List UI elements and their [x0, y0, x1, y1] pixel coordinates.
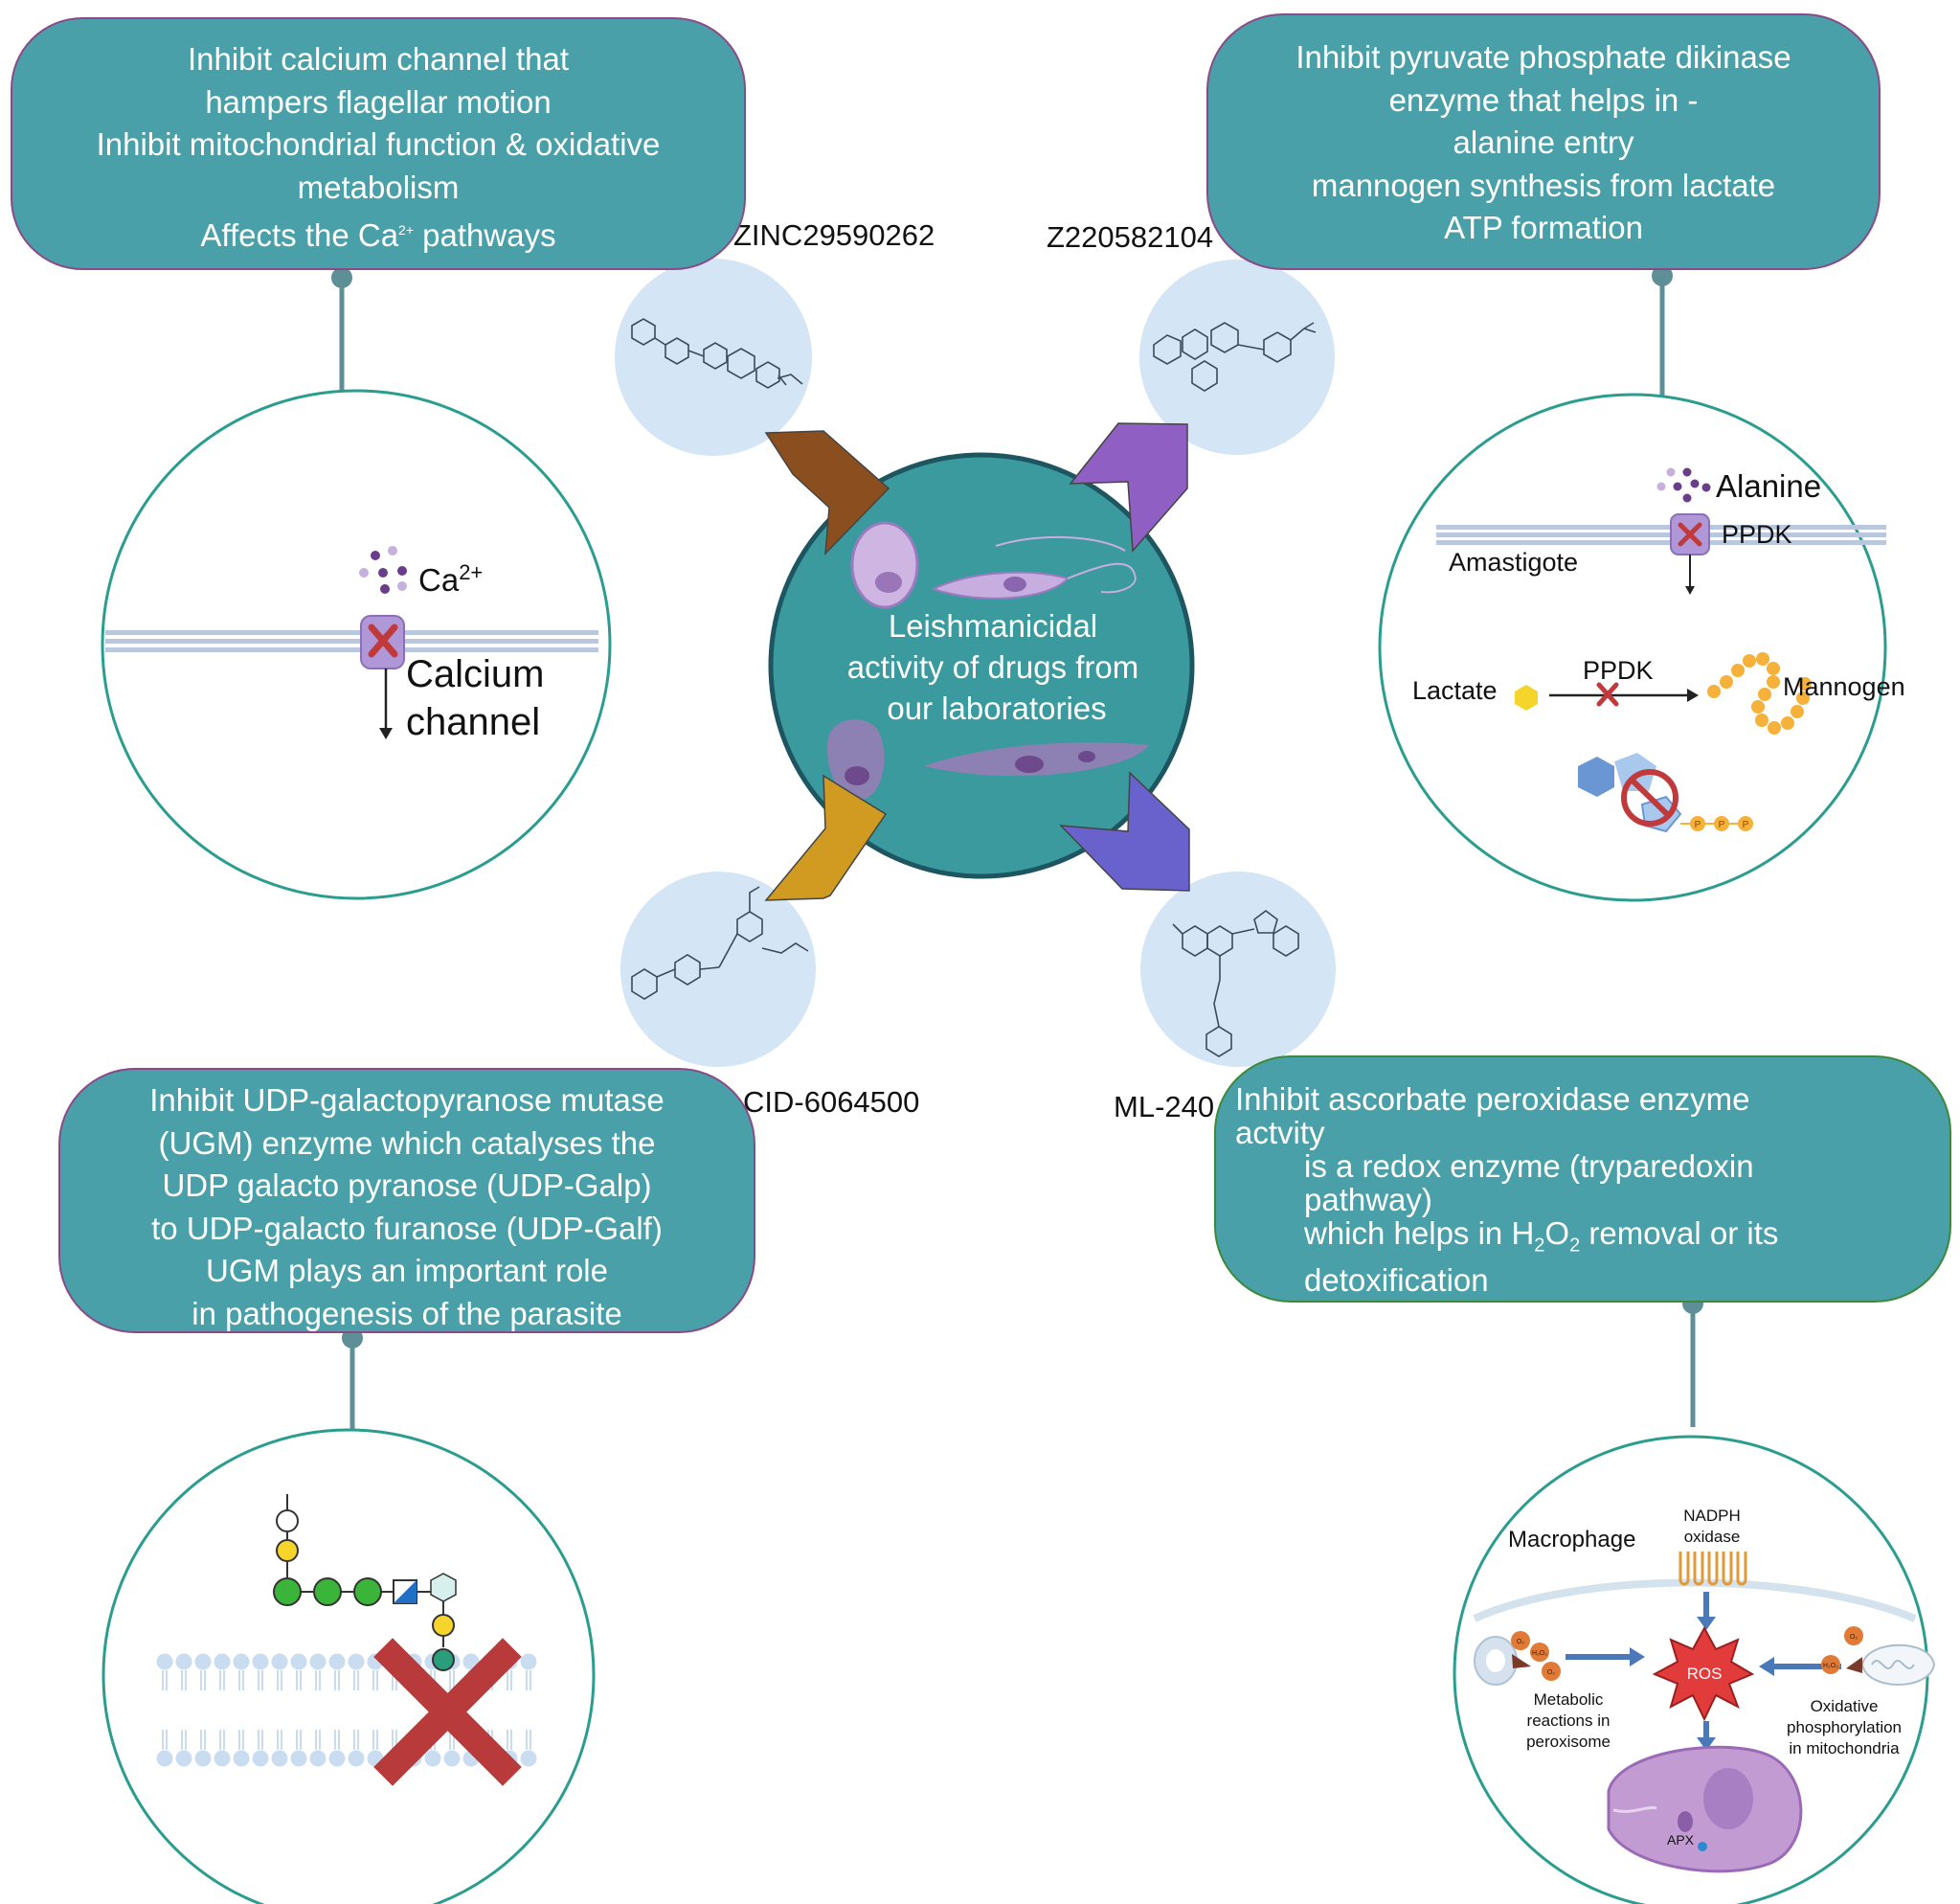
drug-label-cid-6064500: CID-6064500 — [743, 1085, 920, 1119]
apx-box: Inhibit ascorbate peroxidase enzyme actv… — [1214, 1055, 1951, 1303]
ppdk-box-line-1: Inhibit pyruvate phosphate dikinase — [1295, 39, 1791, 75]
o2-label-left-1: O₂ — [1517, 1639, 1524, 1645]
center-parasite-circle — [768, 452, 1195, 879]
ugm-box-line-2: (UGM) enzyme which catalyses the — [158, 1124, 656, 1161]
calcium-box-line-3: Inhibit mitochondrial function & oxidati… — [96, 126, 661, 162]
calcium-channel-label-2: channel — [406, 701, 540, 743]
apx-box-line-2: actvity — [1235, 1115, 1325, 1150]
atp-phosphate-2: P — [1719, 820, 1725, 830]
ugm-box-line-6: in pathogenesis of the parasite — [191, 1295, 622, 1331]
ugm-box-line-5: UGM plays an important role — [206, 1253, 608, 1288]
molecule-ml-240 — [1140, 872, 1336, 1067]
calcium-box-line-5: Affects the Ca2+ pathways — [200, 217, 556, 253]
apx-box-line-3: is a redox enzyme (tryparedoxin — [1304, 1148, 1754, 1184]
oxidative-label-1: Oxidative — [1811, 1697, 1879, 1715]
apx-box-line-4: pathway) — [1304, 1182, 1432, 1217]
molecule-cid-6064500 — [620, 872, 816, 1067]
center-line-3: our laboratories — [887, 691, 1106, 726]
molecule-z220582104 — [1139, 260, 1335, 455]
ugm-box-line-1: Inhibit UDP-galactopyranose mutase — [149, 1082, 665, 1118]
arrow-brown — [764, 430, 890, 556]
apx-detail-circle — [1453, 1435, 1936, 1904]
ppdk-detail-circle — [1378, 393, 1887, 902]
o2-label-left-2: O₂ — [1547, 1669, 1555, 1676]
ppdk-box-line-3: alanine entry — [1453, 125, 1634, 160]
apx-box-line-6: detoxification — [1304, 1261, 1489, 1298]
connector-apx — [1682, 1293, 1703, 1427]
ppdk-box-line-5: ATP formation — [1444, 210, 1643, 245]
ppdk-box-line-2: enzyme that helps in - — [1388, 81, 1699, 118]
calcium-ion-label: Ca2+ — [418, 560, 483, 598]
alanine-label: Alanine — [1716, 468, 1821, 504]
macrophage-label: Macrophage — [1508, 1527, 1635, 1553]
ugm-box-line-4: to UDP-galacto furanose (UDP-Galf) — [151, 1210, 663, 1246]
molecule-zinc — [615, 259, 812, 456]
metabolic-label-2: reactions in — [1527, 1711, 1611, 1730]
drug-label-z220582104: Z220582104 — [1047, 220, 1214, 254]
o2-label-right: O₂ — [1850, 1634, 1858, 1641]
ppdk-box: Inhibit pyruvate phosphate dikinase enzy… — [1206, 13, 1881, 270]
oxidative-label-3: in mitochondria — [1789, 1739, 1900, 1757]
atp-phosphate-1: P — [1695, 820, 1701, 830]
ppdk-enzyme-label: PPDK — [1583, 656, 1654, 685]
apx-box-line-1: Inhibit ascorbate peroxidase enzyme — [1235, 1081, 1750, 1117]
amastigote-label: Amastigote — [1449, 548, 1578, 577]
calcium-box-line-2: hampers flagellar motion — [205, 83, 552, 120]
calcium-channel-box: Inhibit calcium channel that hampers fla… — [11, 17, 746, 270]
mannogen-label: Mannogen — [1783, 672, 1905, 701]
calcium-channel-label-1: Calcium — [406, 653, 544, 695]
calcium-box-line-1: Inhibit calcium channel that — [187, 41, 570, 77]
oxidative-label-2: phosphorylation — [1787, 1718, 1902, 1736]
nadph-label-2: oxidase — [1684, 1528, 1741, 1546]
ros-label: ROS — [1687, 1665, 1723, 1683]
ugm-box: Inhibit UDP-galactopyranose mutase (UGM)… — [58, 1068, 755, 1333]
drug-label-ml-240: ML-240 — [1114, 1090, 1215, 1123]
center-line-2: activity of drugs from — [847, 649, 1138, 685]
arrow-gold — [764, 774, 888, 901]
connector-ppdk — [1652, 265, 1673, 400]
h2o2-label-left: H₂O₂ — [1532, 1650, 1547, 1657]
center-line-1: Leishmanicidal — [889, 608, 1097, 644]
arrow-blue — [1059, 771, 1190, 892]
arrow-purple — [1069, 422, 1188, 553]
ppdk-transporter-label: PPDK — [1722, 520, 1792, 549]
h2o2-label-right: H₂O₂ — [1823, 1663, 1838, 1669]
nadph-label-1: NADPH — [1683, 1507, 1741, 1525]
drug-label-zinc29590262: ZINC29590262 — [733, 218, 935, 252]
apx-box-line-5: which helps in H2O2 removal or its — [1304, 1215, 1779, 1257]
lactate-label: Lactate — [1412, 676, 1498, 705]
calcium-box-line-4: metabolism — [297, 169, 460, 205]
ugm-detail-circle — [101, 1428, 596, 1904]
connector-calcium — [331, 267, 352, 410]
apx-label: APX — [1667, 1832, 1695, 1847]
ppdk-box-line-4: mannogen synthesis from lactate — [1311, 167, 1776, 203]
ugm-box-line-3: UDP galacto pyranose (UDP-Galp) — [162, 1167, 652, 1203]
metabolic-label-3: peroxisome — [1526, 1733, 1611, 1751]
atp-phosphate-3: P — [1743, 820, 1749, 830]
calcium-detail-circle — [101, 389, 612, 900]
metabolic-label-1: Metabolic — [1534, 1690, 1604, 1709]
